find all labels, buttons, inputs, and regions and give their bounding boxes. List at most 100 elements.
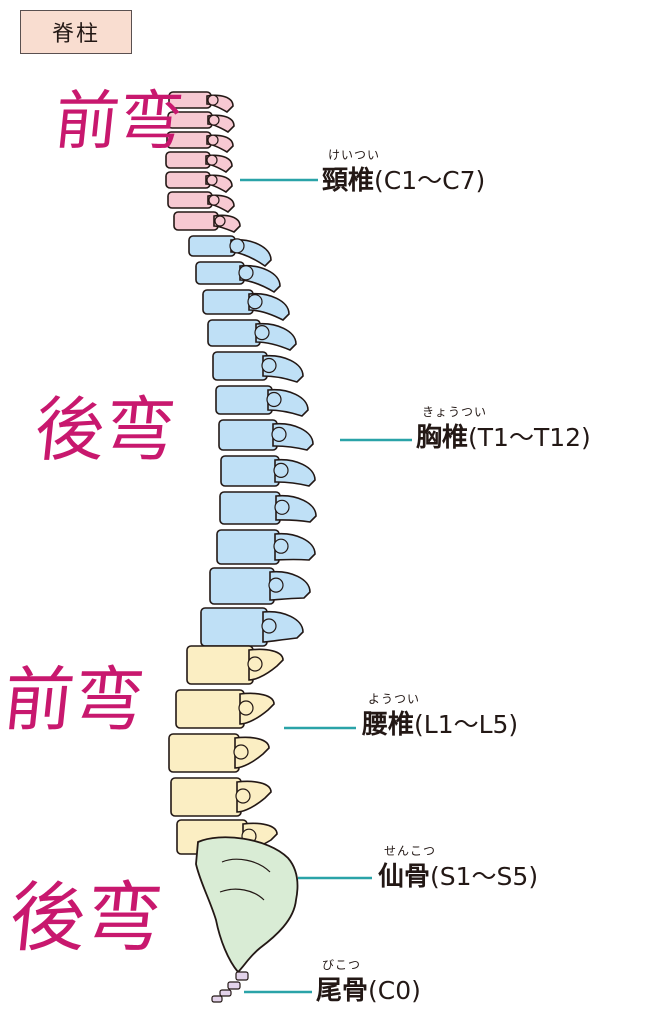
vertebral-body (219, 491, 281, 525)
vertebra-cervical (168, 91, 234, 114)
facet-joint (208, 114, 220, 126)
vertebral-body (195, 261, 245, 285)
sacrum (195, 836, 299, 974)
range-thoracic: (T1〜T12) (468, 423, 591, 452)
sacrum-ridge (219, 888, 265, 901)
vertebral-body (209, 567, 275, 605)
facet-joint (254, 325, 270, 341)
facet-joint (266, 391, 282, 408)
vertebra-cervical (165, 171, 233, 194)
range-sacrum: (S1〜S5) (430, 862, 539, 891)
vertebra-cervical (165, 151, 233, 174)
vertebra-thoracic (216, 529, 316, 565)
vertebral-body (212, 351, 268, 381)
vertebral-body (215, 385, 273, 415)
facet-joint (247, 294, 263, 310)
title-badge: 脊柱 (20, 10, 132, 54)
facet-joint (274, 499, 290, 515)
vertebral-body (186, 645, 254, 685)
title-text: 脊柱 (51, 22, 100, 47)
sacrum-shape (195, 836, 299, 974)
curvature-label-lumbar: 前弯 (0, 659, 149, 741)
coccyx-segment (235, 971, 249, 981)
vertebral-body (220, 455, 280, 487)
vertebra-thoracic (219, 491, 317, 525)
facet-joint (261, 357, 277, 374)
region-label-cervical: けいつい 頸椎(C1〜C7) (322, 146, 485, 197)
vertebral-body (165, 171, 211, 189)
vertebral-body (207, 319, 261, 347)
name-cervical: 頸椎 (322, 166, 375, 196)
vertebra-lumbar (175, 689, 275, 729)
vertebra-thoracic (209, 567, 311, 605)
curvature-label-sacral: 後弯 (5, 873, 167, 962)
vertebra-thoracic (218, 419, 314, 451)
vertebra-thoracic (207, 319, 297, 351)
facet-joint (207, 134, 219, 146)
facet-joint (208, 194, 220, 206)
spinous-process (262, 610, 304, 643)
vertebra-lumbar (186, 645, 284, 685)
coccyx-segment (219, 989, 232, 997)
name-lumbar: 腰椎 (362, 710, 415, 740)
ruby-lumbar: ようつい (368, 692, 421, 706)
vertebra-cervical (173, 211, 241, 233)
curvature-label-cervical: 前弯 (51, 85, 187, 159)
facet-joint (238, 265, 254, 281)
facet-joint (261, 618, 277, 634)
region-label-lumbar: ようつい 腰椎(L1〜L5) (362, 690, 518, 741)
coccyx-segment (211, 995, 223, 1003)
vertebral-body (188, 235, 236, 257)
ruby-thoracic: きょうつい (422, 405, 488, 419)
curvature-label-thoracic: 後弯 (30, 389, 180, 471)
facet-joint (238, 700, 254, 716)
vertebra-thoracic (195, 261, 281, 294)
region-label-coccyx: びこつ 尾骨(C0) (316, 956, 421, 1007)
facet-joint (206, 174, 218, 186)
vertebra-thoracic (220, 455, 316, 487)
vertebra-cervical (167, 191, 235, 214)
facet-joint (229, 238, 245, 254)
facet-joint (206, 154, 218, 166)
vertebral-body (216, 529, 280, 565)
vertebral-body (170, 777, 242, 817)
ruby-cervical: けいつい (328, 148, 381, 162)
range-coccyx: (C0) (368, 976, 421, 1005)
facet-joint (271, 426, 287, 442)
vertebral-body (200, 607, 268, 647)
vertebral-body (175, 689, 245, 729)
vertebral-body (218, 419, 278, 451)
vertebral-body (173, 211, 219, 231)
facet-joint (207, 94, 219, 106)
facet-joint (247, 656, 263, 672)
range-cervical: (C1〜C7) (374, 166, 486, 195)
region-label-thoracic: きょうつい 胸椎(T1〜T12) (416, 403, 591, 454)
vertebra-thoracic (212, 351, 304, 383)
vertebra-lumbar (168, 733, 270, 773)
vertebra-thoracic (200, 607, 304, 647)
ruby-coccyx: びこつ (322, 958, 362, 972)
coccyx-segment (227, 981, 241, 990)
sacrum-ridge (221, 858, 271, 873)
ruby-sacrum: せんこつ (384, 844, 437, 858)
facet-joint (273, 538, 289, 554)
vertebral-body (202, 289, 254, 315)
facet-joint (273, 462, 289, 478)
name-sacrum: 仙骨 (378, 862, 431, 892)
range-lumbar: (L1〜L5) (414, 710, 519, 739)
vertebra-thoracic (188, 235, 272, 268)
vertebra-lumbar (170, 777, 272, 817)
coccyx (211, 971, 249, 1003)
vertebra-thoracic (215, 385, 309, 417)
vertebra-cervical (166, 131, 234, 154)
facet-joint (268, 577, 284, 593)
vertebra-thoracic (202, 289, 290, 321)
vertebral-body (167, 191, 213, 209)
name-thoracic: 胸椎 (416, 423, 469, 453)
facet-joint (235, 788, 251, 804)
name-coccyx: 尾骨 (316, 976, 369, 1006)
region-label-sacrum: せんこつ 仙骨(S1〜S5) (378, 842, 538, 893)
facet-joint (214, 215, 226, 227)
